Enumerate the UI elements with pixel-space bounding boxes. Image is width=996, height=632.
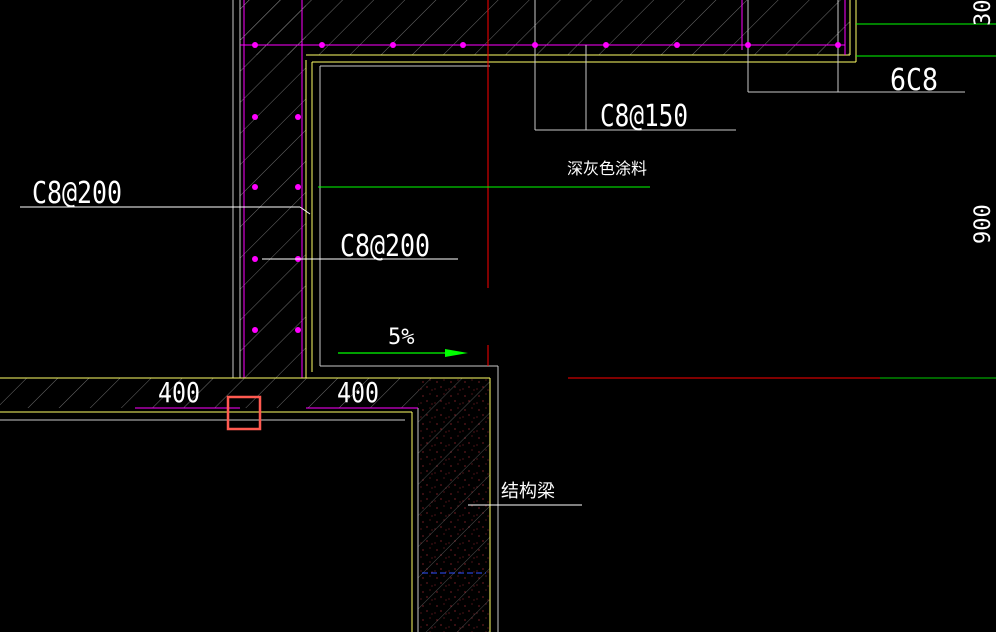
beam-note: 结构梁: [501, 481, 555, 502]
rebar-label-top: C8@150: [600, 99, 688, 134]
top-slab: [240, 0, 857, 130]
dimension-side-mid: 900: [971, 204, 996, 244]
highlight-marker[interactable]: [226, 395, 262, 431]
axis-lines: [487, 0, 996, 379]
rebar-label-inner: C8@200: [340, 229, 430, 264]
coating-note: 深灰色涂料: [567, 159, 647, 178]
bottom-slab: [0, 365, 499, 632]
dimension-side-top: 300: [971, 0, 996, 26]
slope-label: 5%: [388, 325, 415, 350]
leader-lines: [20, 23, 996, 506]
dimension-left: 400: [158, 376, 200, 409]
dimension-right: 400: [337, 376, 379, 409]
rebar-label-left: C8@200: [32, 176, 122, 211]
vertical-wall: [232, 0, 321, 378]
rebar-label-corner: 6C8: [890, 63, 938, 98]
rebar-dots: [252, 42, 841, 333]
